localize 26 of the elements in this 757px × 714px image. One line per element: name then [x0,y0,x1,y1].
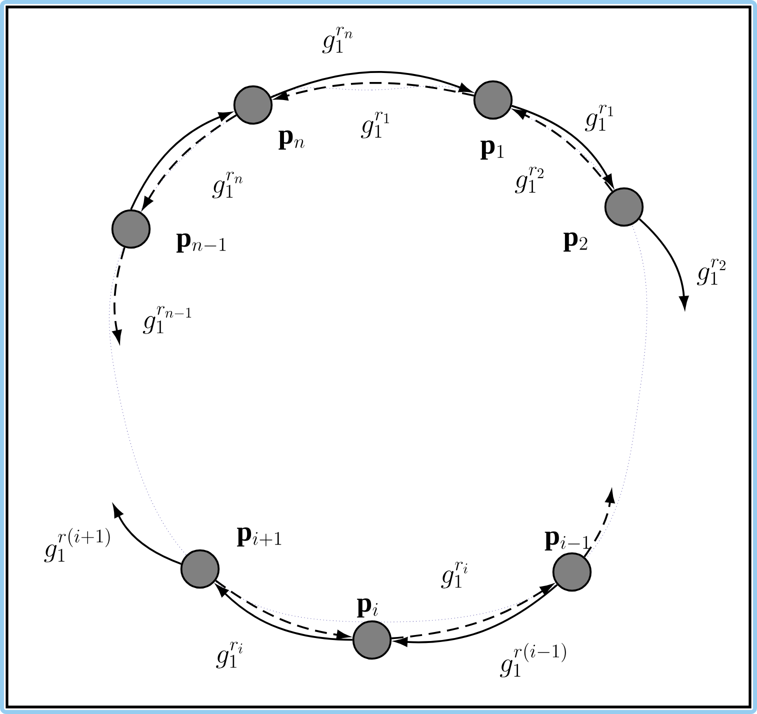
dashed-arrow [584,490,615,558]
arrow [638,218,689,309]
arrow [112,504,182,565]
node-label: $\mathbf{p}_n$ [278,130,304,150]
edge-label: $g_1^{r_i}$ [439,560,471,590]
node-label: $\mathbf{p}_{i+1}$ [237,527,282,547]
dashed-arrow [391,584,553,640]
arrow [130,112,232,210]
node-label: $\mathbf{p}_2$ [564,232,588,252]
arrow [394,584,558,647]
node-label: $\mathbf{p}_1$ [480,140,504,160]
dashed-arrow [112,247,126,343]
node-label: $\mathbf{p}_i$ [357,598,378,618]
edge-label: $g_1^{r_i}$ [214,640,246,670]
edge-label: $g_1^{r_n}$ [320,26,356,54]
edge-label: $g_1^{r(i-1)}$ [498,642,570,678]
edge-label: $g_1^{r_1}$ [583,104,617,132]
node-label: $\mathbf{p}_{i-1}$ [544,531,590,551]
dashed-arrow [142,114,237,210]
edge-label: $g_1^{r_2}$ [513,166,547,194]
node-label: $\mathbf{p}_{n-1}$ [176,233,226,253]
edge-label: $g_1^{r_{n-1}}$ [141,305,195,335]
edge-label: $g_1^{r_2}$ [695,258,729,286]
edge-label: $g_1^{r_1}$ [359,110,393,140]
edge-label: $g_1^{r(i+1)}$ [42,526,114,564]
edge-label: $g_1^{r_n}$ [210,170,246,200]
